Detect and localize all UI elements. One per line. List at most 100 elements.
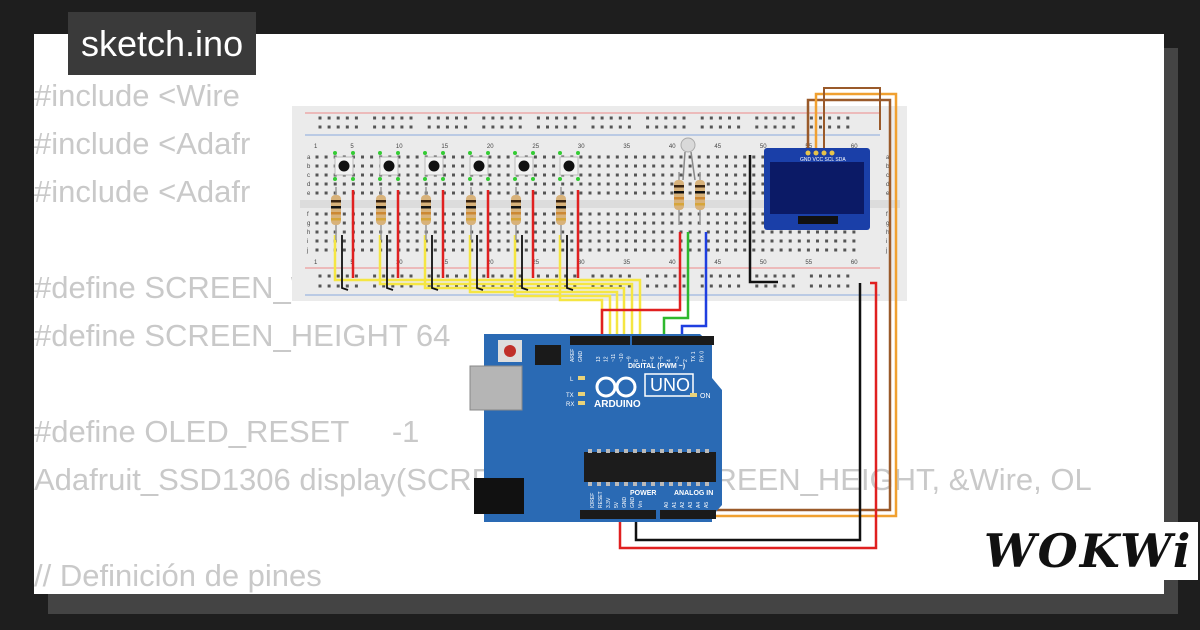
resistor-band — [331, 212, 341, 215]
breadboard-column-number: 35 — [623, 144, 630, 150]
breadboard-rail-hole — [391, 284, 395, 288]
breadboard-hole — [779, 230, 783, 234]
breadboard-hole — [706, 212, 710, 216]
breadboard-hole — [652, 221, 656, 225]
breadboard-hole — [788, 248, 792, 252]
analog-pin-label: A4 — [696, 502, 702, 508]
breadboard-hole — [479, 221, 483, 225]
breadboard-hole — [816, 239, 819, 243]
breadboard-rail-hole — [773, 116, 777, 120]
breadboard-hole — [734, 173, 738, 177]
breadboard-rail-hole — [382, 274, 386, 278]
breadboard-column-number: 15 — [441, 260, 448, 266]
breadboard-rail-hole — [627, 274, 631, 278]
chip-pin — [606, 449, 610, 453]
breadboard-hole — [670, 191, 674, 195]
breadboard-rail-hole — [782, 284, 786, 288]
breadboard-hole — [379, 182, 383, 186]
breadboard-hole — [606, 173, 610, 177]
breadboard-hole — [533, 191, 537, 195]
pin-marker — [486, 151, 490, 155]
breadboard-hole — [661, 173, 665, 177]
breadboard-hole — [461, 182, 465, 186]
breadboard-rail-hole — [627, 116, 631, 120]
breadboard-hole — [652, 248, 656, 252]
breadboard-row-letter: h — [307, 230, 310, 236]
breadboard-hole — [461, 212, 465, 216]
oled-display: GND VCC SCL SDA — [764, 148, 870, 230]
arduino-uno-label-box — [644, 373, 694, 397]
breadboard-hole — [452, 173, 455, 177]
breadboard-hole — [524, 212, 528, 216]
breadboard-hole — [597, 173, 601, 177]
breadboard-hole — [615, 173, 619, 177]
breadboard-rail-hole — [728, 284, 731, 288]
arduino-analog-label: ANALOG IN — [674, 490, 713, 497]
resistor-band — [695, 197, 705, 200]
breadboard-rail-hole — [655, 125, 659, 129]
chip-pin — [642, 449, 646, 453]
breadboard-hole — [497, 191, 501, 195]
digital-pin-label: ~9 — [626, 356, 632, 362]
chip-pin — [651, 482, 655, 486]
breadboard-rail-hole — [764, 125, 768, 129]
breadboard-hole — [506, 230, 510, 234]
breadboard-rail-hole — [646, 125, 650, 129]
breadboard-hole — [743, 221, 747, 225]
breadboard-hole — [324, 155, 328, 159]
resistor-band — [695, 185, 705, 188]
chip-pin — [615, 482, 619, 486]
breadboard-hole — [597, 230, 601, 234]
breadboard-rail-hole — [773, 284, 777, 288]
breadboard-hole — [324, 164, 328, 168]
breadboard-row-letter: a — [886, 155, 890, 161]
breadboard-rail-hole — [445, 125, 449, 129]
breadboard-rail-hole — [509, 125, 513, 129]
breadboard-rail-hole — [354, 274, 358, 278]
resistors — [331, 172, 705, 240]
breadboard-hole — [361, 164, 364, 168]
breadboard-hole — [725, 212, 728, 216]
breadboard-hole — [661, 182, 665, 186]
breadboard-hole — [706, 230, 710, 234]
digital-pin-label: ~5 — [658, 356, 664, 362]
breadboard-hole — [697, 212, 701, 216]
breadboard-hole — [652, 155, 656, 159]
breadboard-hole — [361, 182, 364, 186]
resistor-band — [376, 218, 386, 221]
digital-pin-label: 7 — [642, 359, 648, 362]
breadboard-column-number: 30 — [578, 260, 585, 266]
breadboard-hole — [497, 221, 501, 225]
pin-marker — [576, 151, 580, 155]
arduino-reset-button-cap[interactable] — [504, 345, 516, 357]
arduino-power-jack — [474, 478, 524, 514]
breadboard-hole — [497, 248, 501, 252]
breadboard-hole — [415, 155, 419, 159]
breadboard-rail-hole — [627, 125, 631, 129]
breadboard-hole — [697, 239, 701, 243]
breadboard-hole — [533, 248, 537, 252]
breadboard-hole — [643, 248, 647, 252]
wire — [386, 235, 394, 291]
breadboard-hole — [697, 173, 701, 177]
breadboard-hole — [615, 155, 619, 159]
breadboard-hole — [825, 248, 829, 252]
breadboard-hole — [452, 239, 455, 243]
wire — [566, 235, 574, 291]
breadboard-column-number: 1 — [314, 144, 318, 150]
breadboard-rail-hole — [373, 284, 377, 288]
breadboard-hole — [433, 239, 437, 243]
breadboard-row-letter: g — [886, 221, 889, 227]
resistor-band — [674, 185, 684, 188]
breadboard-hole — [597, 248, 601, 252]
breadboard-hole — [761, 191, 765, 195]
wire — [476, 235, 484, 291]
breadboard-rail-hole — [536, 125, 540, 129]
sketch-title[interactable]: sketch.ino — [68, 12, 257, 75]
breadboard-rail-hole — [673, 125, 677, 129]
breadboard-hole — [351, 182, 355, 186]
breadboard-hole — [570, 221, 574, 225]
breadboard-hole — [743, 230, 747, 234]
breadboard-rail-hole — [436, 116, 440, 120]
chip-pin — [669, 482, 673, 486]
